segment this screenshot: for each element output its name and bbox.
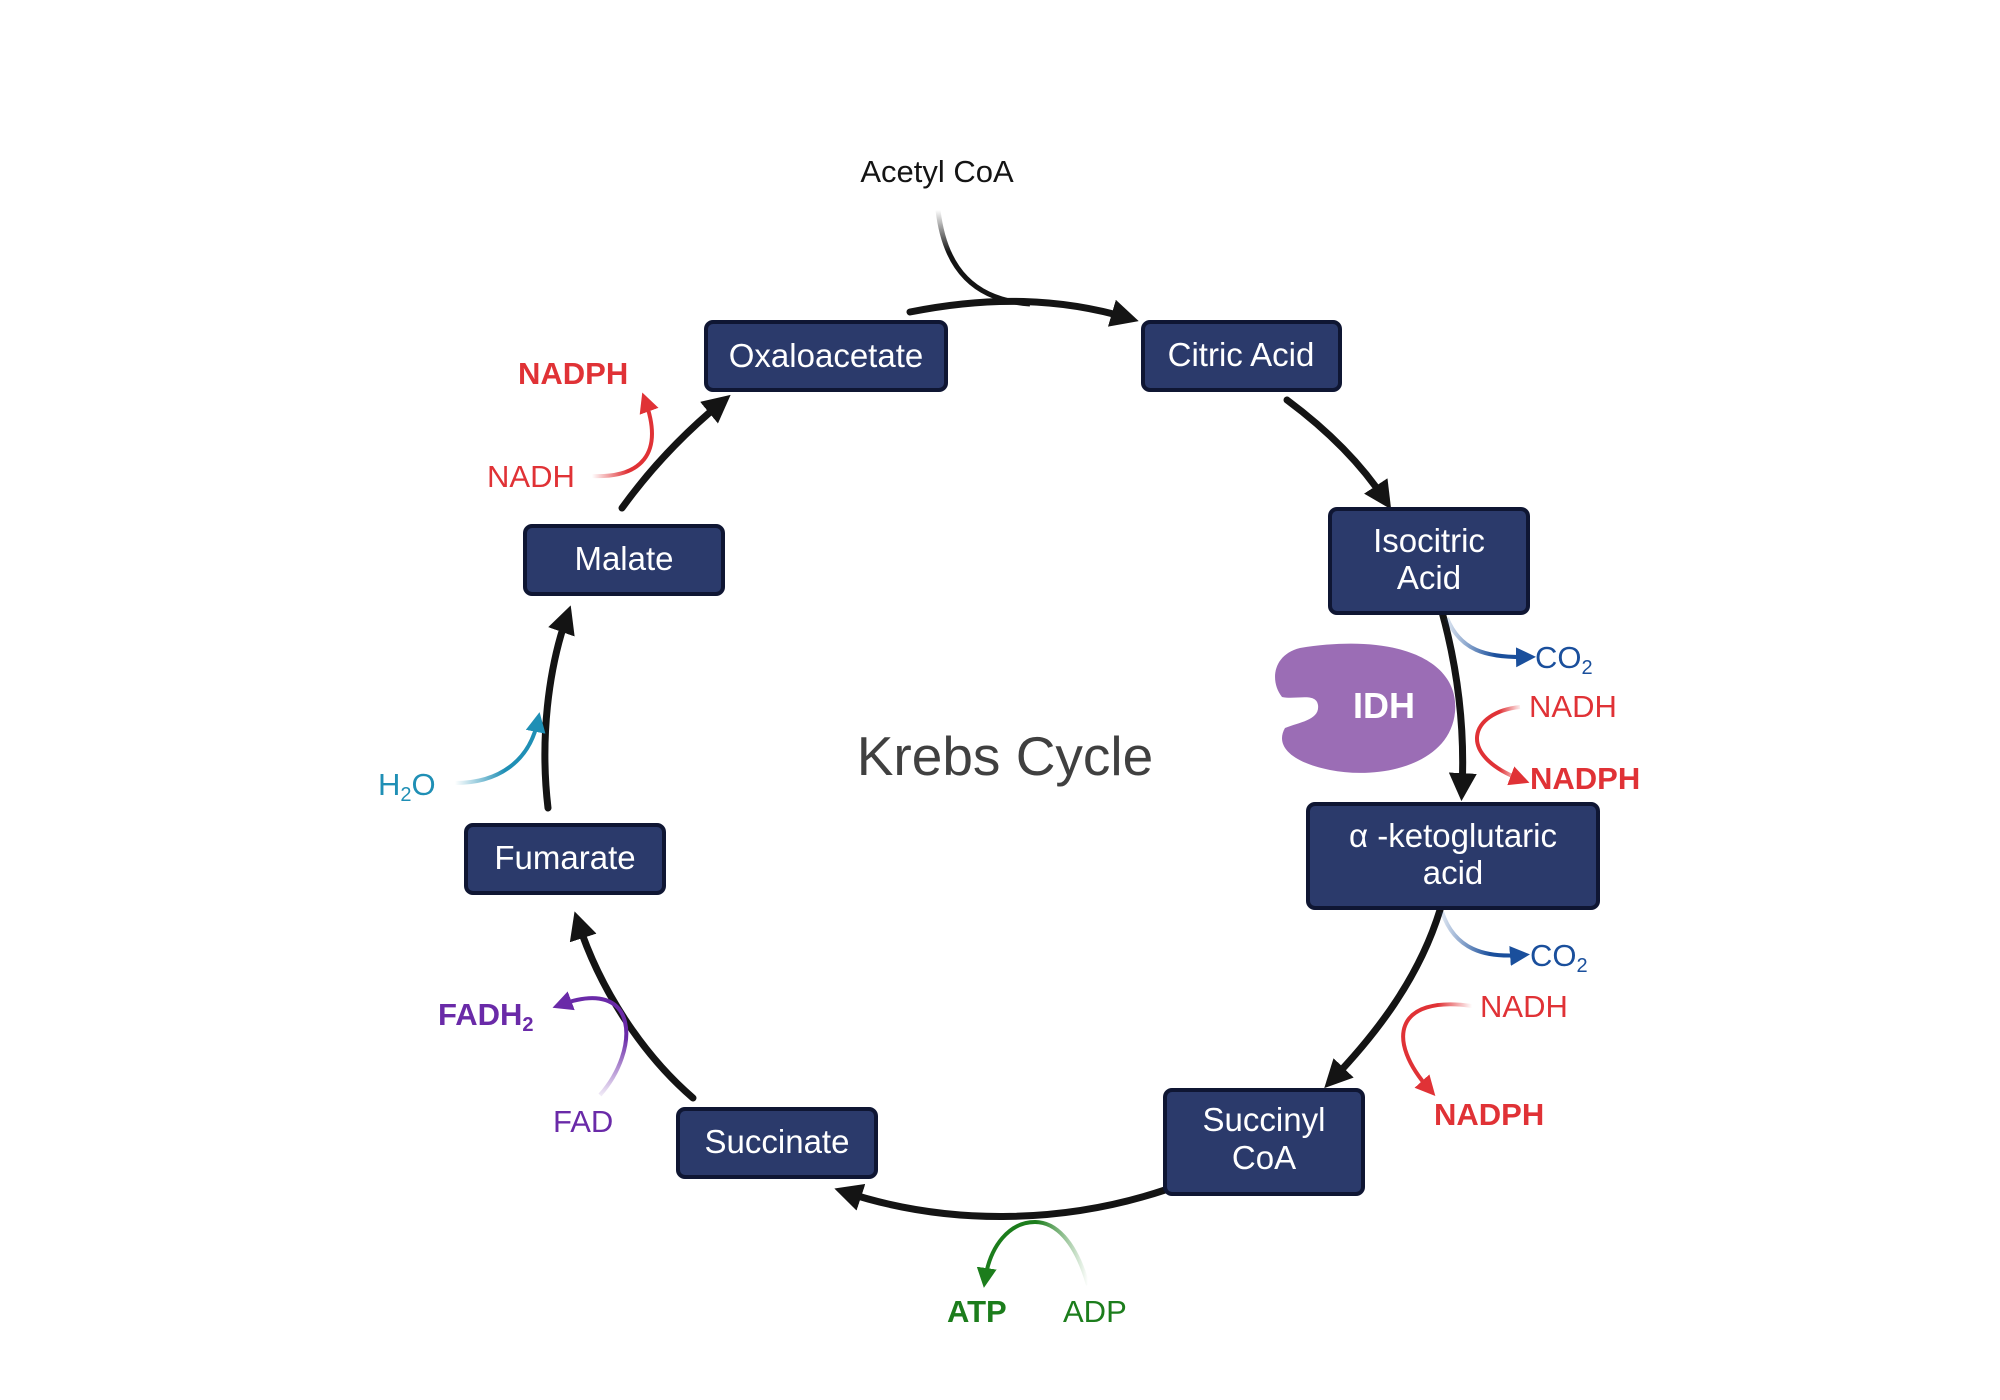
h2o-addition-arrow xyxy=(454,712,546,785)
node-succinate: Succinate xyxy=(676,1107,878,1179)
nadh-label-1: NADH xyxy=(1529,689,1617,724)
node-alpha-ketoglutaric-box xyxy=(1306,802,1600,910)
node-alpha-ketoglutaric-line2: acid xyxy=(1423,854,1484,891)
node-malate-label: Malate xyxy=(574,540,673,577)
co2-release-arrow-2 xyxy=(1440,911,1530,966)
adp-to-atp-arrow xyxy=(976,1219,1090,1288)
adp-label: ADP xyxy=(1063,1294,1127,1329)
arrow-aketo-to-succinyl xyxy=(1324,906,1444,1089)
node-citric-acid: Citric Acid xyxy=(1141,320,1342,392)
node-fumarate: Fumarate xyxy=(464,823,666,895)
enzyme-label: IDH xyxy=(1353,685,1415,726)
node-fumarate-label: Fumarate xyxy=(494,839,635,876)
co2-release-arrow-1 xyxy=(1445,617,1536,668)
nadh-label-2: NADH xyxy=(1480,989,1568,1024)
fadh2-label: FADH2 xyxy=(438,997,534,1036)
node-malate: Malate xyxy=(523,524,725,596)
arrow-citric-to-isocitric xyxy=(1283,396,1392,510)
node-oxaloacetate-label: Oxaloacetate xyxy=(729,337,923,374)
enzyme-blob-shape xyxy=(1275,643,1456,773)
co2-label-1: CO2 xyxy=(1535,640,1593,679)
node-succinyl-line2: CoA xyxy=(1232,1139,1296,1176)
arrow-oxaloacetate-to-citric xyxy=(906,297,1139,327)
node-isocitric-acid: Isocitric Acid xyxy=(1328,507,1530,615)
node-oxaloacetate: Oxaloacetate xyxy=(704,320,948,392)
node-alpha-ketoglutaric-acid: α -ketoglutaric acid xyxy=(1306,802,1600,910)
node-isocitric-line1: Isocitric xyxy=(1373,522,1485,559)
nadh-label-3: NADH xyxy=(487,459,575,494)
acetyl-coa-label: Acetyl CoA xyxy=(860,154,1014,189)
nadph-label-2: NADPH xyxy=(1434,1097,1544,1132)
node-succinyl-coa-box xyxy=(1163,1088,1365,1196)
arrow-succinate-to-fumarate xyxy=(569,911,697,1102)
enzyme-blob-icon: IDH xyxy=(1275,643,1456,773)
node-succinyl-line1: Succinyl xyxy=(1203,1101,1326,1138)
node-citric-acid-box xyxy=(1141,320,1342,392)
node-isocitric-line2: Acid xyxy=(1397,559,1461,596)
nadh-to-nadph-arrow-3 xyxy=(591,392,659,479)
arrow-succinyl-to-succinate xyxy=(834,1183,1169,1220)
node-malate-box xyxy=(523,524,725,596)
acetyl-coa-entry-arrow xyxy=(935,209,1031,307)
node-oxaloacetate-box xyxy=(704,320,948,392)
fad-label: FAD xyxy=(553,1104,613,1139)
arrow-malate-to-oxaloacetate xyxy=(618,394,731,512)
fad-to-fadh2-arrow xyxy=(552,991,629,1097)
node-citric-acid-label: Citric Acid xyxy=(1168,336,1315,373)
nadh-to-nadph-arrow-2 xyxy=(1401,1002,1473,1096)
node-fumarate-box xyxy=(464,823,666,895)
h2o-label: H2O xyxy=(378,767,436,806)
node-isocitric-acid-box xyxy=(1328,507,1530,615)
arrow-isocitric-to-aketo xyxy=(1438,608,1477,802)
nadph-label-3: NADPH xyxy=(518,356,628,391)
node-alpha-ketoglutaric-line1: α -ketoglutaric xyxy=(1349,817,1557,854)
diagram-title: Krebs Cycle xyxy=(857,725,1153,787)
node-succinate-box xyxy=(676,1107,878,1179)
nadph-label-1: NADPH xyxy=(1530,761,1640,796)
nadh-to-nadph-arrow-1 xyxy=(1475,705,1530,786)
co2-label-2: CO2 xyxy=(1530,938,1588,977)
node-succinyl-coa: Succinyl CoA xyxy=(1163,1088,1365,1196)
arrow-fumarate-to-malate xyxy=(541,605,575,812)
node-succinate-label: Succinate xyxy=(705,1123,850,1160)
atp-label: ATP xyxy=(947,1294,1007,1329)
